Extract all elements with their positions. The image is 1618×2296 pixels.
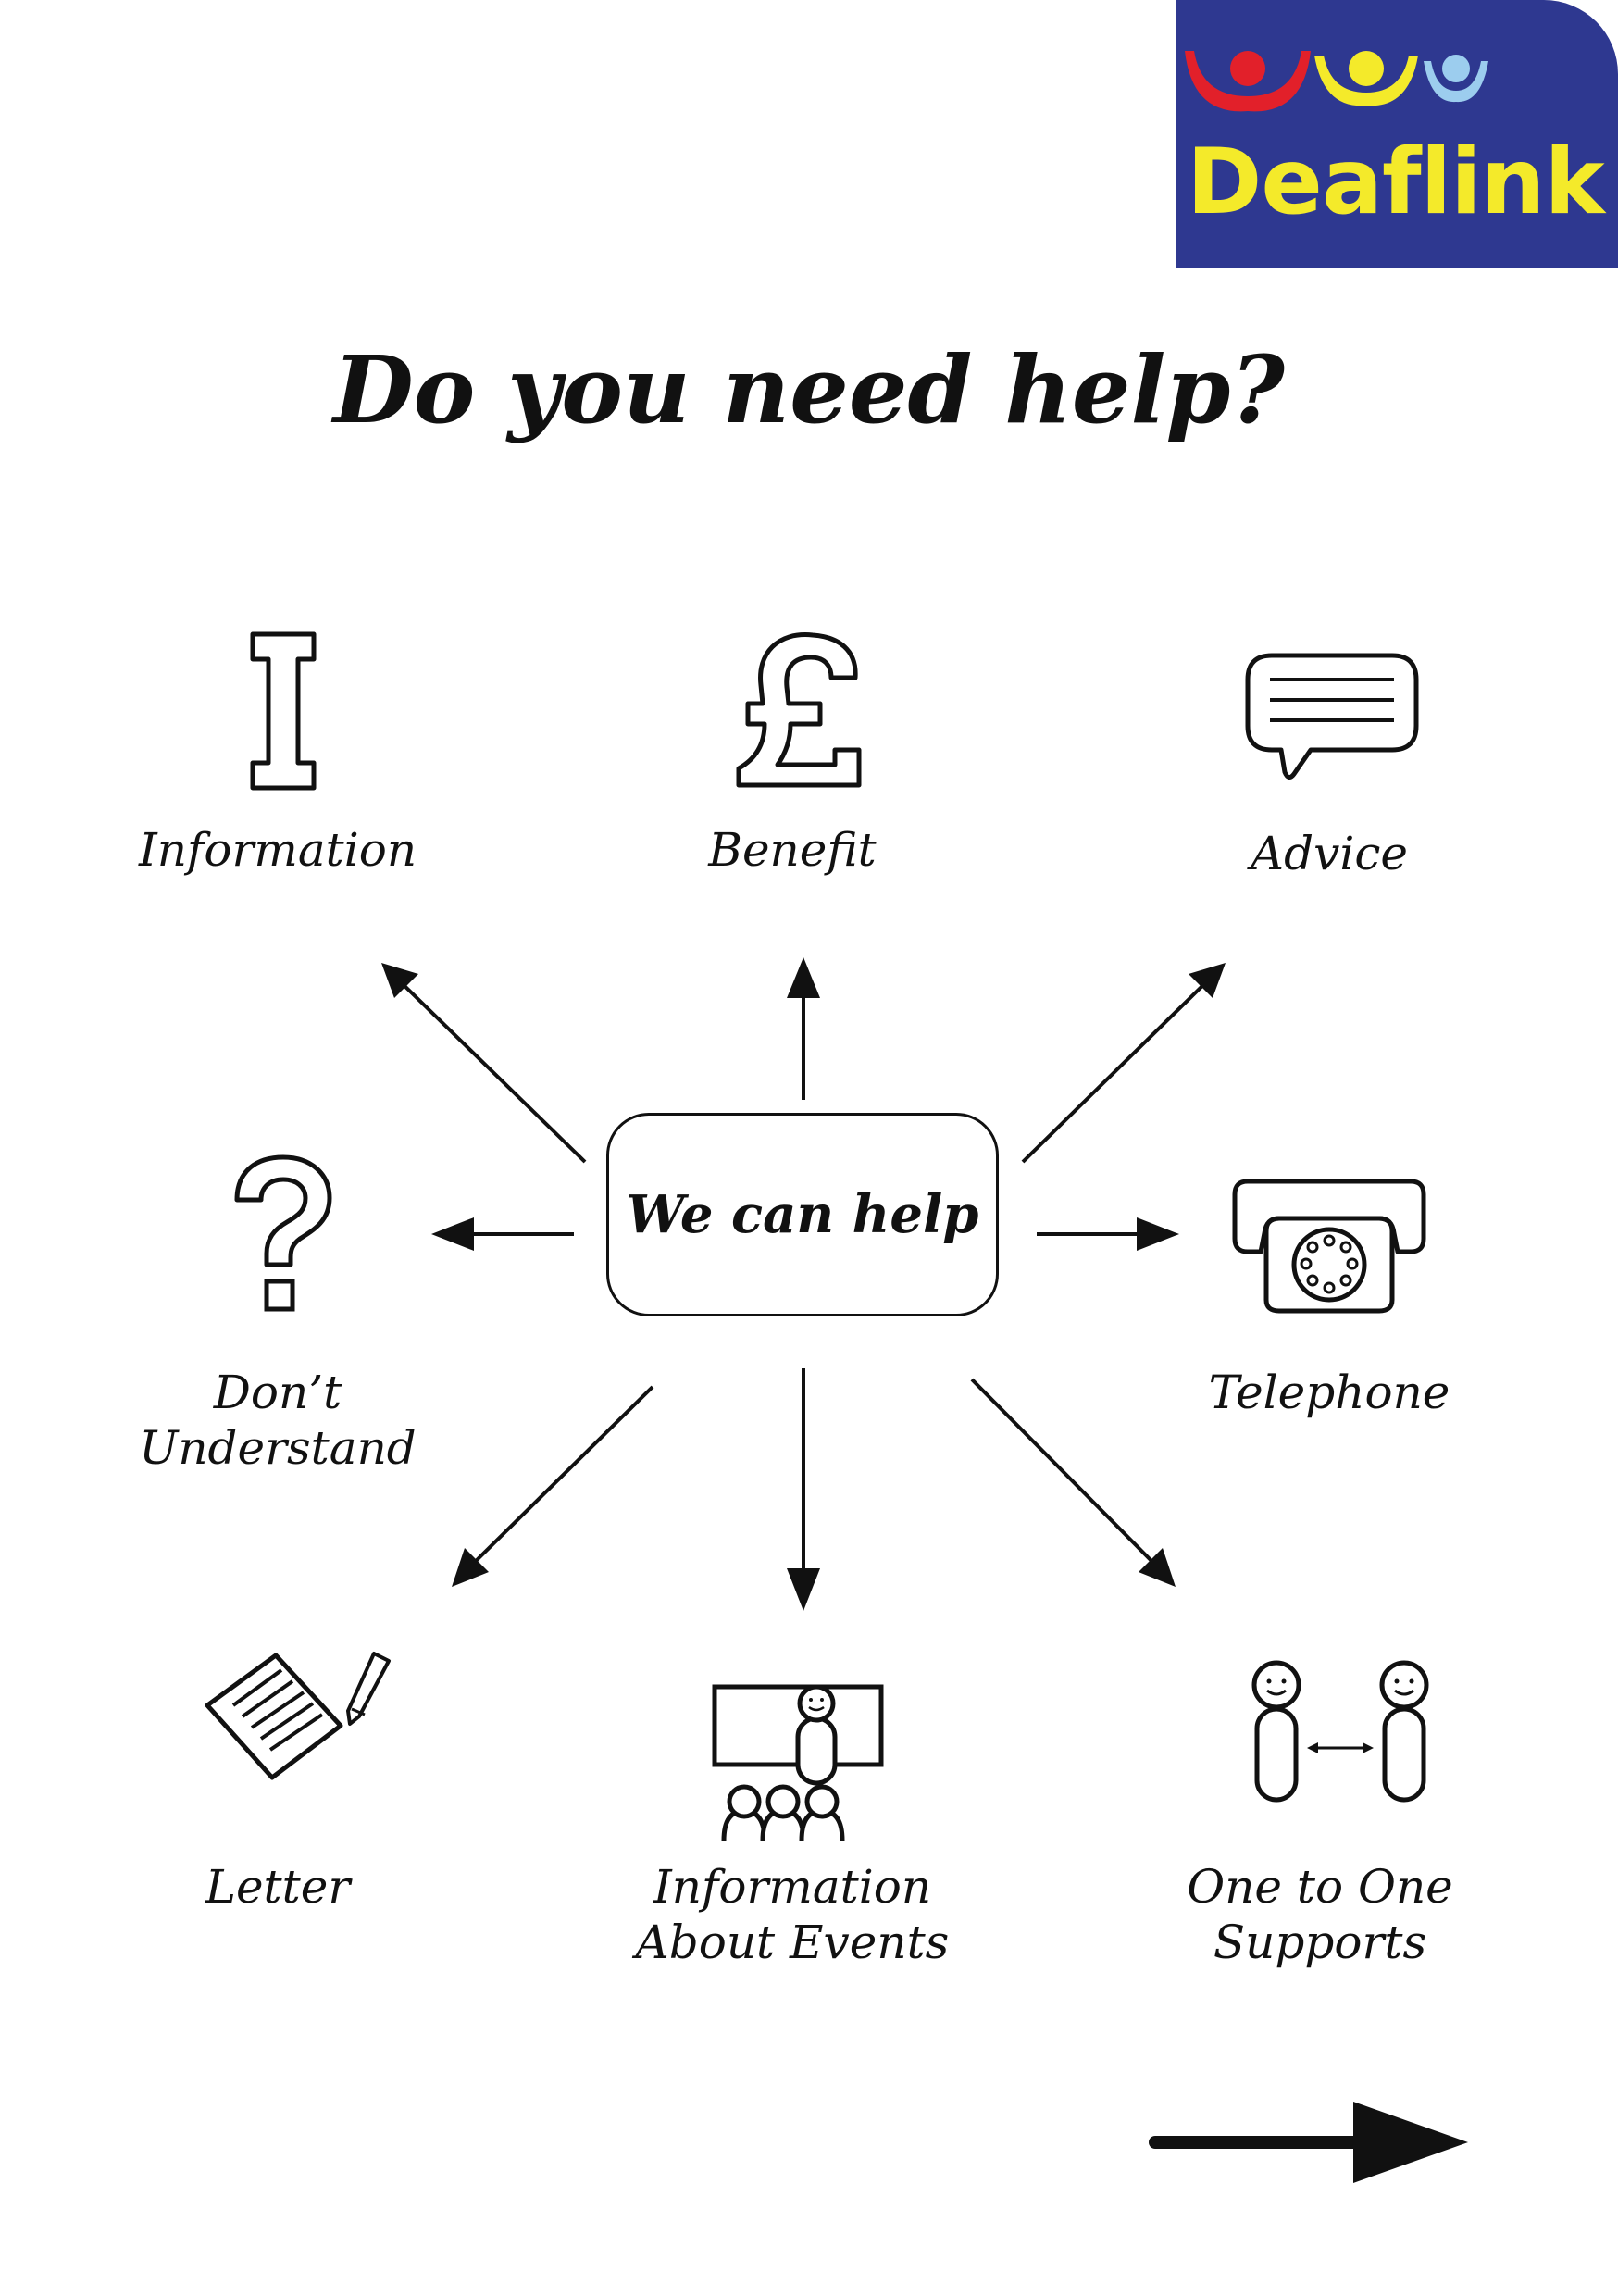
label-dont-understand-2: Understand	[139, 1421, 417, 1475]
pound-sign-icon	[736, 632, 862, 788]
label-events-1: Information	[653, 1860, 932, 1914]
speech-bubble-icon	[1245, 653, 1419, 780]
label-advice: Advice	[1251, 827, 1408, 880]
arrowhead-telephone	[1137, 1217, 1179, 1251]
arrowhead-one-to-one	[1139, 1548, 1176, 1587]
arrowhead-events	[787, 1568, 820, 1611]
logo-text: Deaflink	[1187, 130, 1605, 235]
logo-figures-icon	[1185, 51, 1488, 112]
label-dont-understand-1: Don’t	[213, 1366, 342, 1419]
arrowhead-dont-understand	[431, 1217, 474, 1251]
label-benefit: Benefit	[708, 823, 877, 877]
rotary-telephone-icon	[1232, 1179, 1426, 1314]
arrowhead-advice	[1189, 963, 1226, 998]
label-letter: Letter	[205, 1860, 351, 1914]
arrowhead-benefit	[787, 957, 820, 998]
letter-i-icon	[250, 631, 317, 791]
presentation-audience-icon	[712, 1684, 884, 1841]
letter-with-pen-icon	[205, 1652, 391, 1780]
arrow-to-one-to-one	[970, 1378, 1159, 1568]
arrow-to-letter	[468, 1385, 654, 1568]
label-events-2: About Events	[635, 1915, 950, 1969]
two-people-icon	[1251, 1660, 1429, 1803]
label-information: Information	[138, 823, 417, 877]
arrow-to-information	[396, 978, 587, 1164]
arrow-to-advice	[1021, 978, 1211, 1164]
label-one-to-one-2: Supports	[1213, 1915, 1427, 1969]
arrowhead-letter	[452, 1548, 489, 1587]
center-label: We can help	[626, 1184, 979, 1245]
next-page-arrow-icon[interactable]	[1148, 2096, 1474, 2189]
arrowhead-information	[381, 963, 418, 998]
question-mark-icon	[234, 1154, 332, 1312]
page-title: Do you need help?	[332, 335, 1286, 444]
label-telephone: Telephone	[1208, 1366, 1450, 1419]
label-one-to-one-1: One to One	[1187, 1860, 1453, 1914]
deaflink-logo: Deaflink	[1176, 0, 1618, 268]
we-can-help-box: We can help	[606, 1113, 999, 1316]
